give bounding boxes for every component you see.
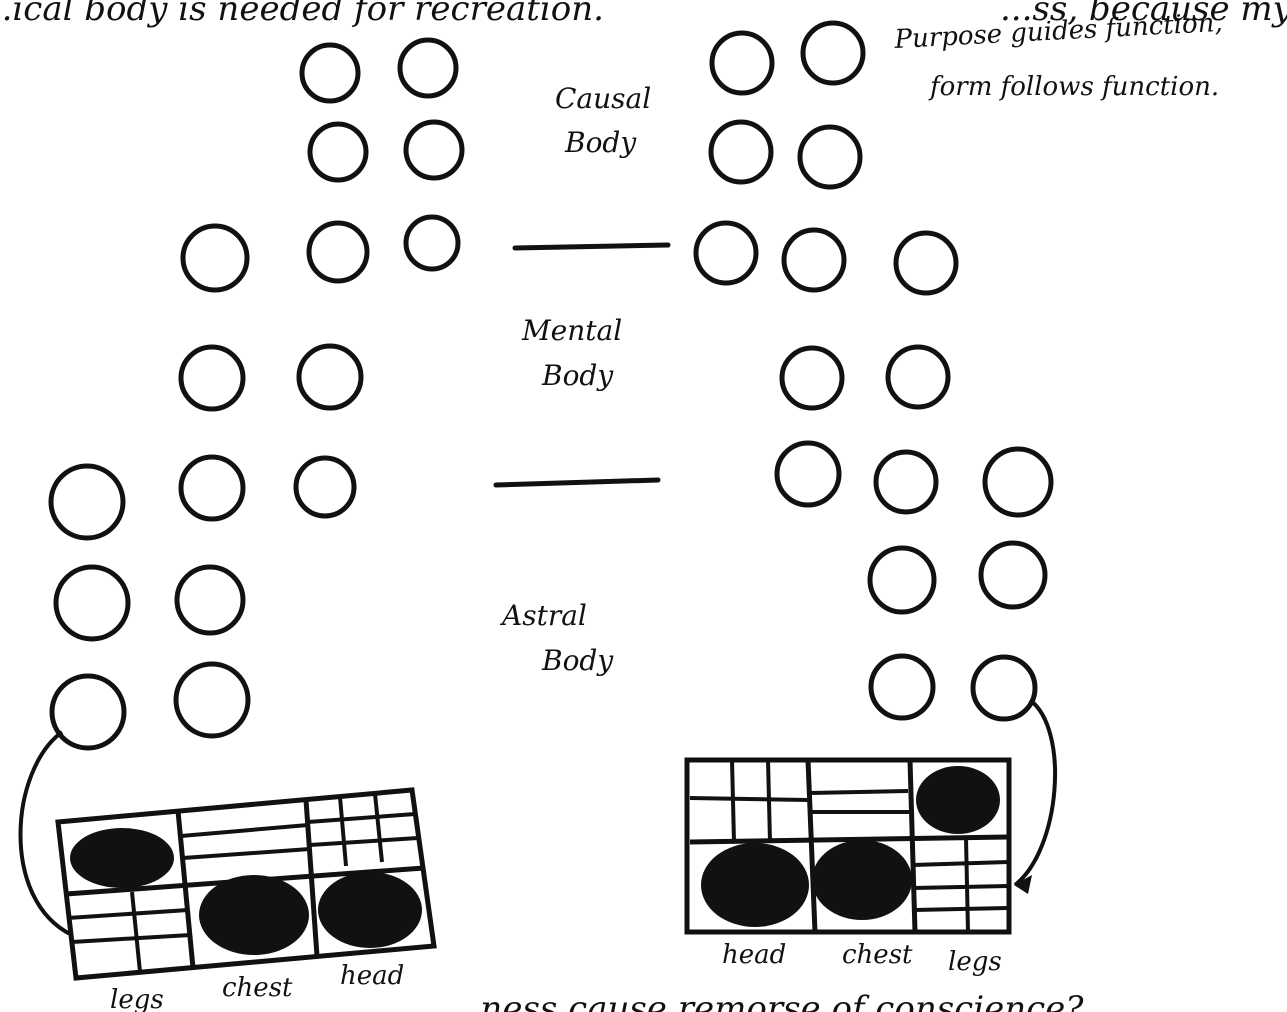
astral-label-2: Body: [541, 644, 614, 677]
top-left-text: ...ical body is needed for recreation.: [0, 0, 604, 29]
circle: [302, 45, 358, 101]
circle: [177, 567, 243, 633]
circle: [876, 452, 936, 512]
filled-cell: [70, 828, 174, 888]
circle: [782, 348, 842, 408]
left-grid-label-head: head: [340, 961, 404, 991]
filled-cell: [318, 872, 422, 948]
circle: [870, 548, 934, 612]
circle: [181, 457, 243, 519]
left-grid-label-legs: legs: [110, 985, 164, 1012]
circle: [52, 676, 124, 748]
circle: [310, 124, 366, 180]
circle: [973, 657, 1035, 719]
circle: [400, 40, 456, 96]
circle: [888, 347, 948, 407]
divider-mental-astral: [496, 480, 658, 485]
filled-cell: [916, 766, 1000, 834]
circle: [777, 443, 839, 505]
left-connector-arrow: [21, 732, 73, 935]
filled-cell: [199, 875, 309, 955]
right-grid-label-legs: legs: [948, 947, 1002, 977]
circle: [406, 217, 458, 269]
circle: [56, 567, 128, 639]
circle: [696, 223, 756, 283]
divider-causal-mental: [515, 245, 668, 248]
circle: [181, 347, 243, 409]
right-grid-label-head: head: [722, 940, 786, 970]
circle: [803, 23, 863, 83]
right-connector-arrow: [1015, 700, 1055, 885]
circle: [981, 543, 1045, 607]
left-circles: [51, 40, 462, 748]
circle: [296, 458, 354, 516]
circle: [299, 346, 361, 408]
filled-cell: [812, 840, 912, 920]
mental-label-2: Body: [541, 359, 614, 392]
circle: [896, 233, 956, 293]
astral-label-1: Astral: [499, 599, 587, 632]
circle: [985, 449, 1051, 515]
circle: [309, 223, 367, 281]
circle: [800, 127, 860, 187]
mental-label-1: Mental: [521, 314, 622, 347]
circle: [712, 33, 772, 93]
causal-label-1: Causal: [555, 82, 651, 115]
bottom-text: ...ness cause remorse of conscience?: [448, 989, 1084, 1012]
right-circles: [696, 23, 1051, 719]
left-grid-label-chest: chest: [222, 973, 293, 1003]
circle: [784, 230, 844, 290]
top-right-text-3: form follows function.: [928, 72, 1219, 102]
circle: [406, 122, 462, 178]
circle: [183, 226, 247, 290]
circle: [871, 656, 933, 718]
circle: [176, 664, 248, 736]
right-grid-label-chest: chest: [842, 940, 913, 970]
circle: [51, 466, 123, 538]
causal-label-2: Body: [564, 126, 637, 159]
circle: [711, 122, 771, 182]
filled-cell: [701, 843, 809, 927]
